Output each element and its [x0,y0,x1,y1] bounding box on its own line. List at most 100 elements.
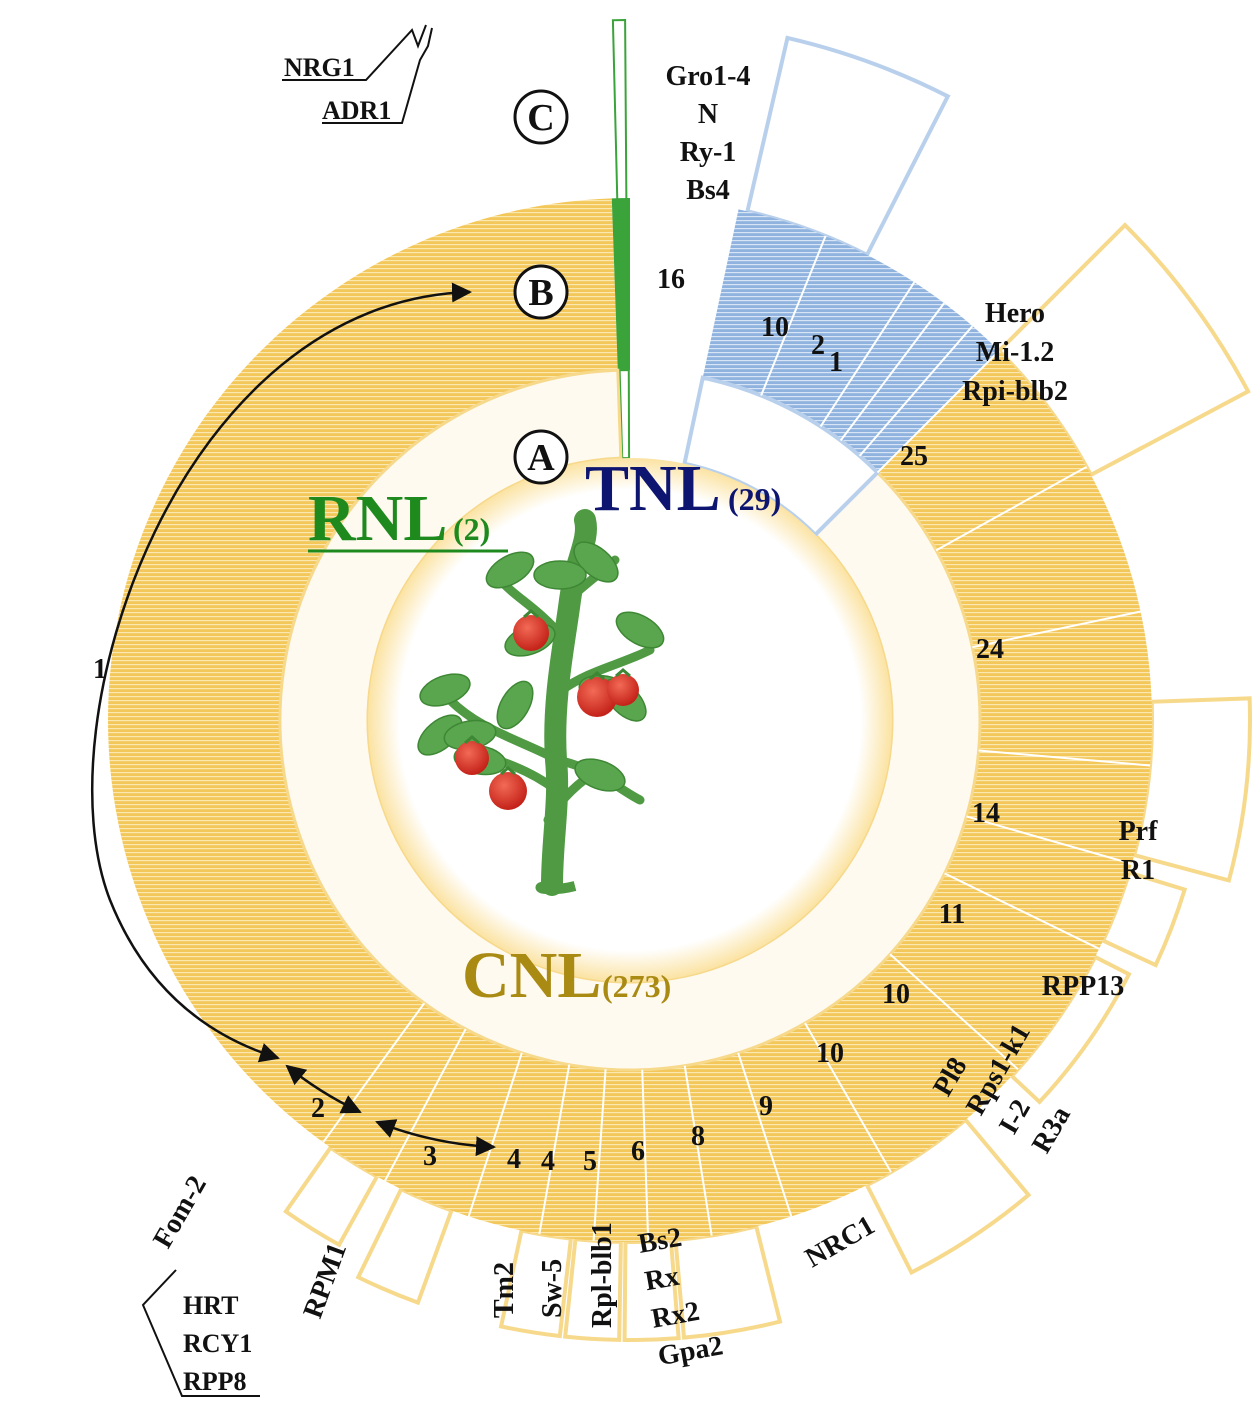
tnl-clade-count: 16 [657,264,685,295]
plant-leaf [485,551,535,589]
rotated-gene-group: Tm2 [489,1262,520,1318]
tomato-fruit [607,674,639,706]
known-gene-label: Ry-1 [680,137,737,168]
rnl-ring-segment [611,198,630,371]
plant-leaf [574,758,626,792]
tomato-fruit [577,677,617,717]
known-gene-boxes [283,35,1252,1342]
tomato-fruit [513,615,549,651]
cnl-clade-count: 25 [900,441,928,472]
rnl-gene-nrg1: NRG1 [284,53,355,82]
clade-range-arrows [91,282,496,1157]
tnl-class-label: TNL (29) [585,452,781,525]
clade-3-arrow [375,1119,496,1157]
circle-label-a: A [513,429,569,485]
cnl-clade-count: 10 [816,1038,844,1069]
cnl-1-callout: HRT RCY1 RPP8 [141,1269,260,1397]
clade-separator [839,302,945,442]
cnl-class-label: CNL (273) [462,939,671,1012]
plant-branch [500,580,570,645]
circle-label-b: B [513,264,569,320]
plant-leaf [573,541,619,583]
rotated-gene-group: Fom-2 [147,1171,213,1254]
clade-2-arrow [285,1064,362,1114]
known-gene-label: RPM1 [297,1239,353,1323]
clade-separator [737,1052,793,1217]
tnl-name: TNL [585,452,721,525]
clade-separator [876,350,1000,474]
tnl-clade-count: 2 [811,330,825,361]
cnl-clade-count: 3 [423,1141,437,1172]
known-gene-label: Fom-2 [147,1171,213,1254]
cnl-name: CNL [462,939,601,1012]
plant-base [535,881,577,895]
known-gene-label: RPP13 [1042,971,1124,1002]
known-gene-label: Bs4 [686,175,730,206]
tnl-clade-count: 1 [829,347,843,378]
cnl-clade-count: 5 [583,1146,597,1177]
known-gene-label: Sw-5 [537,1259,568,1318]
clade-1-arrow [91,282,472,1063]
cnl-clade-count: 1 [93,654,107,685]
plant-leaf [615,611,665,649]
clade-separator [760,235,827,396]
clade-separator [935,466,1088,552]
circle-label-c: C [513,89,569,145]
clade-separator [978,749,1151,767]
cnl-clade-count: 6 [631,1136,645,1167]
known-gene-label: Hero [985,298,1045,329]
clade-separator [641,1069,650,1242]
known-gene-label: Prf [1119,816,1159,847]
tnl-ring-segment [702,209,1000,473]
rotated-gene-group: Sw-5 [537,1259,568,1318]
cnl-3-known-box [355,1186,455,1306]
clade-separator [944,872,1100,950]
clade-separator [858,325,974,457]
rnl-count: (2) [453,511,490,547]
svg-text:A: A [527,437,555,479]
clade-separator [538,1064,571,1235]
cnl-clade-count: 2 [311,1093,325,1124]
known-gene-label: I-2 [993,1094,1037,1139]
tnl-clade-count: 10 [761,312,789,343]
rnl-name: RNL [308,482,447,555]
gene-rpp8: RPP8 [183,1367,247,1396]
clade-separators [322,235,1151,1242]
known-gene-label: Gro1-4 [665,61,750,92]
plant-branch [557,645,655,695]
rotated-gene-group: RPM1 [297,1239,353,1323]
gene-hrt: HRT [183,1291,238,1320]
cnl-clade-count: 10 [882,979,910,1010]
svg-text:B: B [528,272,553,314]
tomato-fruit [489,772,527,810]
plant-leaf [496,680,534,730]
clade-separator [966,815,1133,865]
rnl-callout: NRG1 ADR1 [282,24,433,125]
clade-separator [972,610,1141,649]
cnl-clade-count: 24 [976,634,1004,665]
tomato-calyx [615,668,631,678]
known-gene-label: Tm2 [489,1262,520,1318]
rnl-class-label: RNL (2) [308,482,508,555]
tnl-count: (29) [728,481,781,517]
cnl-clade-count: 14 [972,798,1000,829]
known-gene-label: N [698,99,718,130]
tomato-calyx [500,766,516,776]
known-gene-label: Rpl-blb1 [587,1222,618,1328]
known-gene-label: R1 [1121,855,1155,886]
clade-separator [804,1022,892,1173]
known-gene-label: Rpi-blb2 [962,376,1068,407]
rotated-gene-group: Rpl-blb1 [587,1222,618,1328]
cnl-clade-count: 4 [541,1146,555,1177]
plant-leaf [533,560,587,590]
cnl-clade-count: 11 [939,899,965,930]
known-gene-label: Rx [642,1261,681,1297]
clade-separator [889,953,1019,1071]
svg-text:C: C [527,97,554,139]
known-gene-label: Bs2 [636,1222,684,1260]
rotated-gene-group: NRC1 [800,1210,880,1274]
known-gene-label: NRC1 [800,1210,880,1274]
gene-rcy1: RCY1 [183,1329,252,1358]
